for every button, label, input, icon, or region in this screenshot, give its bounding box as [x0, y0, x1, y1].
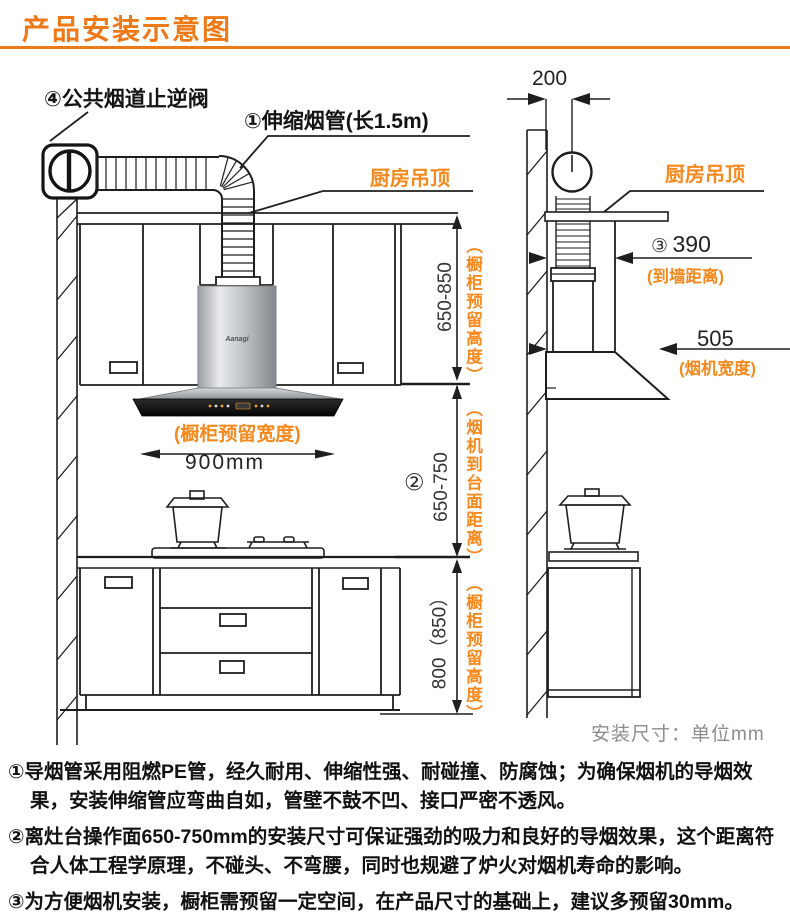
side-wall-distance-note: (到墙距离)	[647, 268, 724, 286]
dim-hood-to-counter: 650-750	[431, 452, 452, 522]
front-counter-stove	[77, 490, 470, 569]
telescopic-duct	[96, 155, 261, 287]
side-counter-stove	[547, 488, 641, 698]
cabinet-width-value: 900mm	[185, 451, 266, 474]
side-duct-dimension-200	[507, 93, 610, 172]
front-ceiling	[77, 212, 458, 225]
side-wall-distance-value: 390	[672, 231, 711, 257]
pot-front	[165, 490, 230, 549]
burner-right	[247, 536, 309, 549]
width-dimension-900	[140, 449, 335, 459]
side-dimension-505	[529, 343, 790, 355]
note-hood-to-counter: （烟机到台面距离）	[463, 400, 482, 567]
side-ceiling-label: 厨房吊顶	[665, 164, 745, 186]
installation-diagram: Aanagi	[41, 93, 790, 745]
callout-leaders	[49, 111, 764, 214]
side-duct-width-value: 200	[532, 67, 568, 90]
side-hood-profile	[545, 351, 671, 400]
marker-2: ②	[404, 469, 425, 495]
range-hood: Aanagi	[132, 285, 344, 417]
note-1: ①导烟管采用阻燃PE管，经久耐用、伸缩性强、耐碰撞、防腐蚀；为确保烟机的导烟效果…	[8, 761, 753, 812]
callout-check-valve: ④公共烟道止逆阀	[44, 88, 209, 111]
note-cabinet-reserved-height-top: （橱柜预留高度）	[463, 237, 482, 385]
front-base-cabinets	[60, 568, 473, 715]
title-underline	[0, 46, 790, 49]
side-wall	[526, 129, 548, 718]
hood-brand-logo: Aanagi	[224, 336, 249, 343]
dim-cabinet-reserved-height-top: 650-850	[435, 262, 456, 332]
side-hood-width-note: (烟机宽度)	[679, 360, 756, 378]
side-hood-width-value: 505	[697, 326, 734, 351]
side-dimension-390	[529, 252, 752, 264]
front-ceiling-label: 厨房吊顶	[370, 168, 450, 190]
marker-3: ③	[651, 236, 669, 257]
note-2: ②离灶台操作面650-750mm的安装尺寸可保证强劲的吸力和良好的导烟效果，这个…	[8, 826, 775, 877]
check-valve	[41, 143, 99, 200]
front-wall	[56, 197, 78, 745]
note-cabinet-reserved-height-bottom: （橱柜预留高度）	[463, 575, 482, 723]
cabinet-width-note: (橱柜预留宽度)	[174, 424, 301, 445]
callout-telescopic-duct: ①伸缩烟管(长1.5m)	[244, 110, 429, 133]
note-3: ③为方便烟机安装，橱柜需预留一定空间，在产品尺寸的基础上，建议多预留30mm。	[8, 891, 744, 913]
hood-control-lights	[208, 402, 270, 410]
dim-counter-height: 800（850）	[429, 587, 451, 690]
installation-notes: ①导烟管采用阻燃PE管，经久耐用、伸缩性强、耐碰撞、防腐蚀；为确保烟机的导烟效果…	[8, 758, 784, 918]
page-title: 产品安装示意图	[22, 14, 233, 45]
units-note: 安装尺寸：单位mm	[591, 724, 765, 745]
side-duct	[544, 151, 669, 351]
pot-side	[558, 488, 632, 550]
front-dimension-chain	[401, 215, 470, 714]
side-wall-distance: ③ 390	[651, 231, 711, 258]
